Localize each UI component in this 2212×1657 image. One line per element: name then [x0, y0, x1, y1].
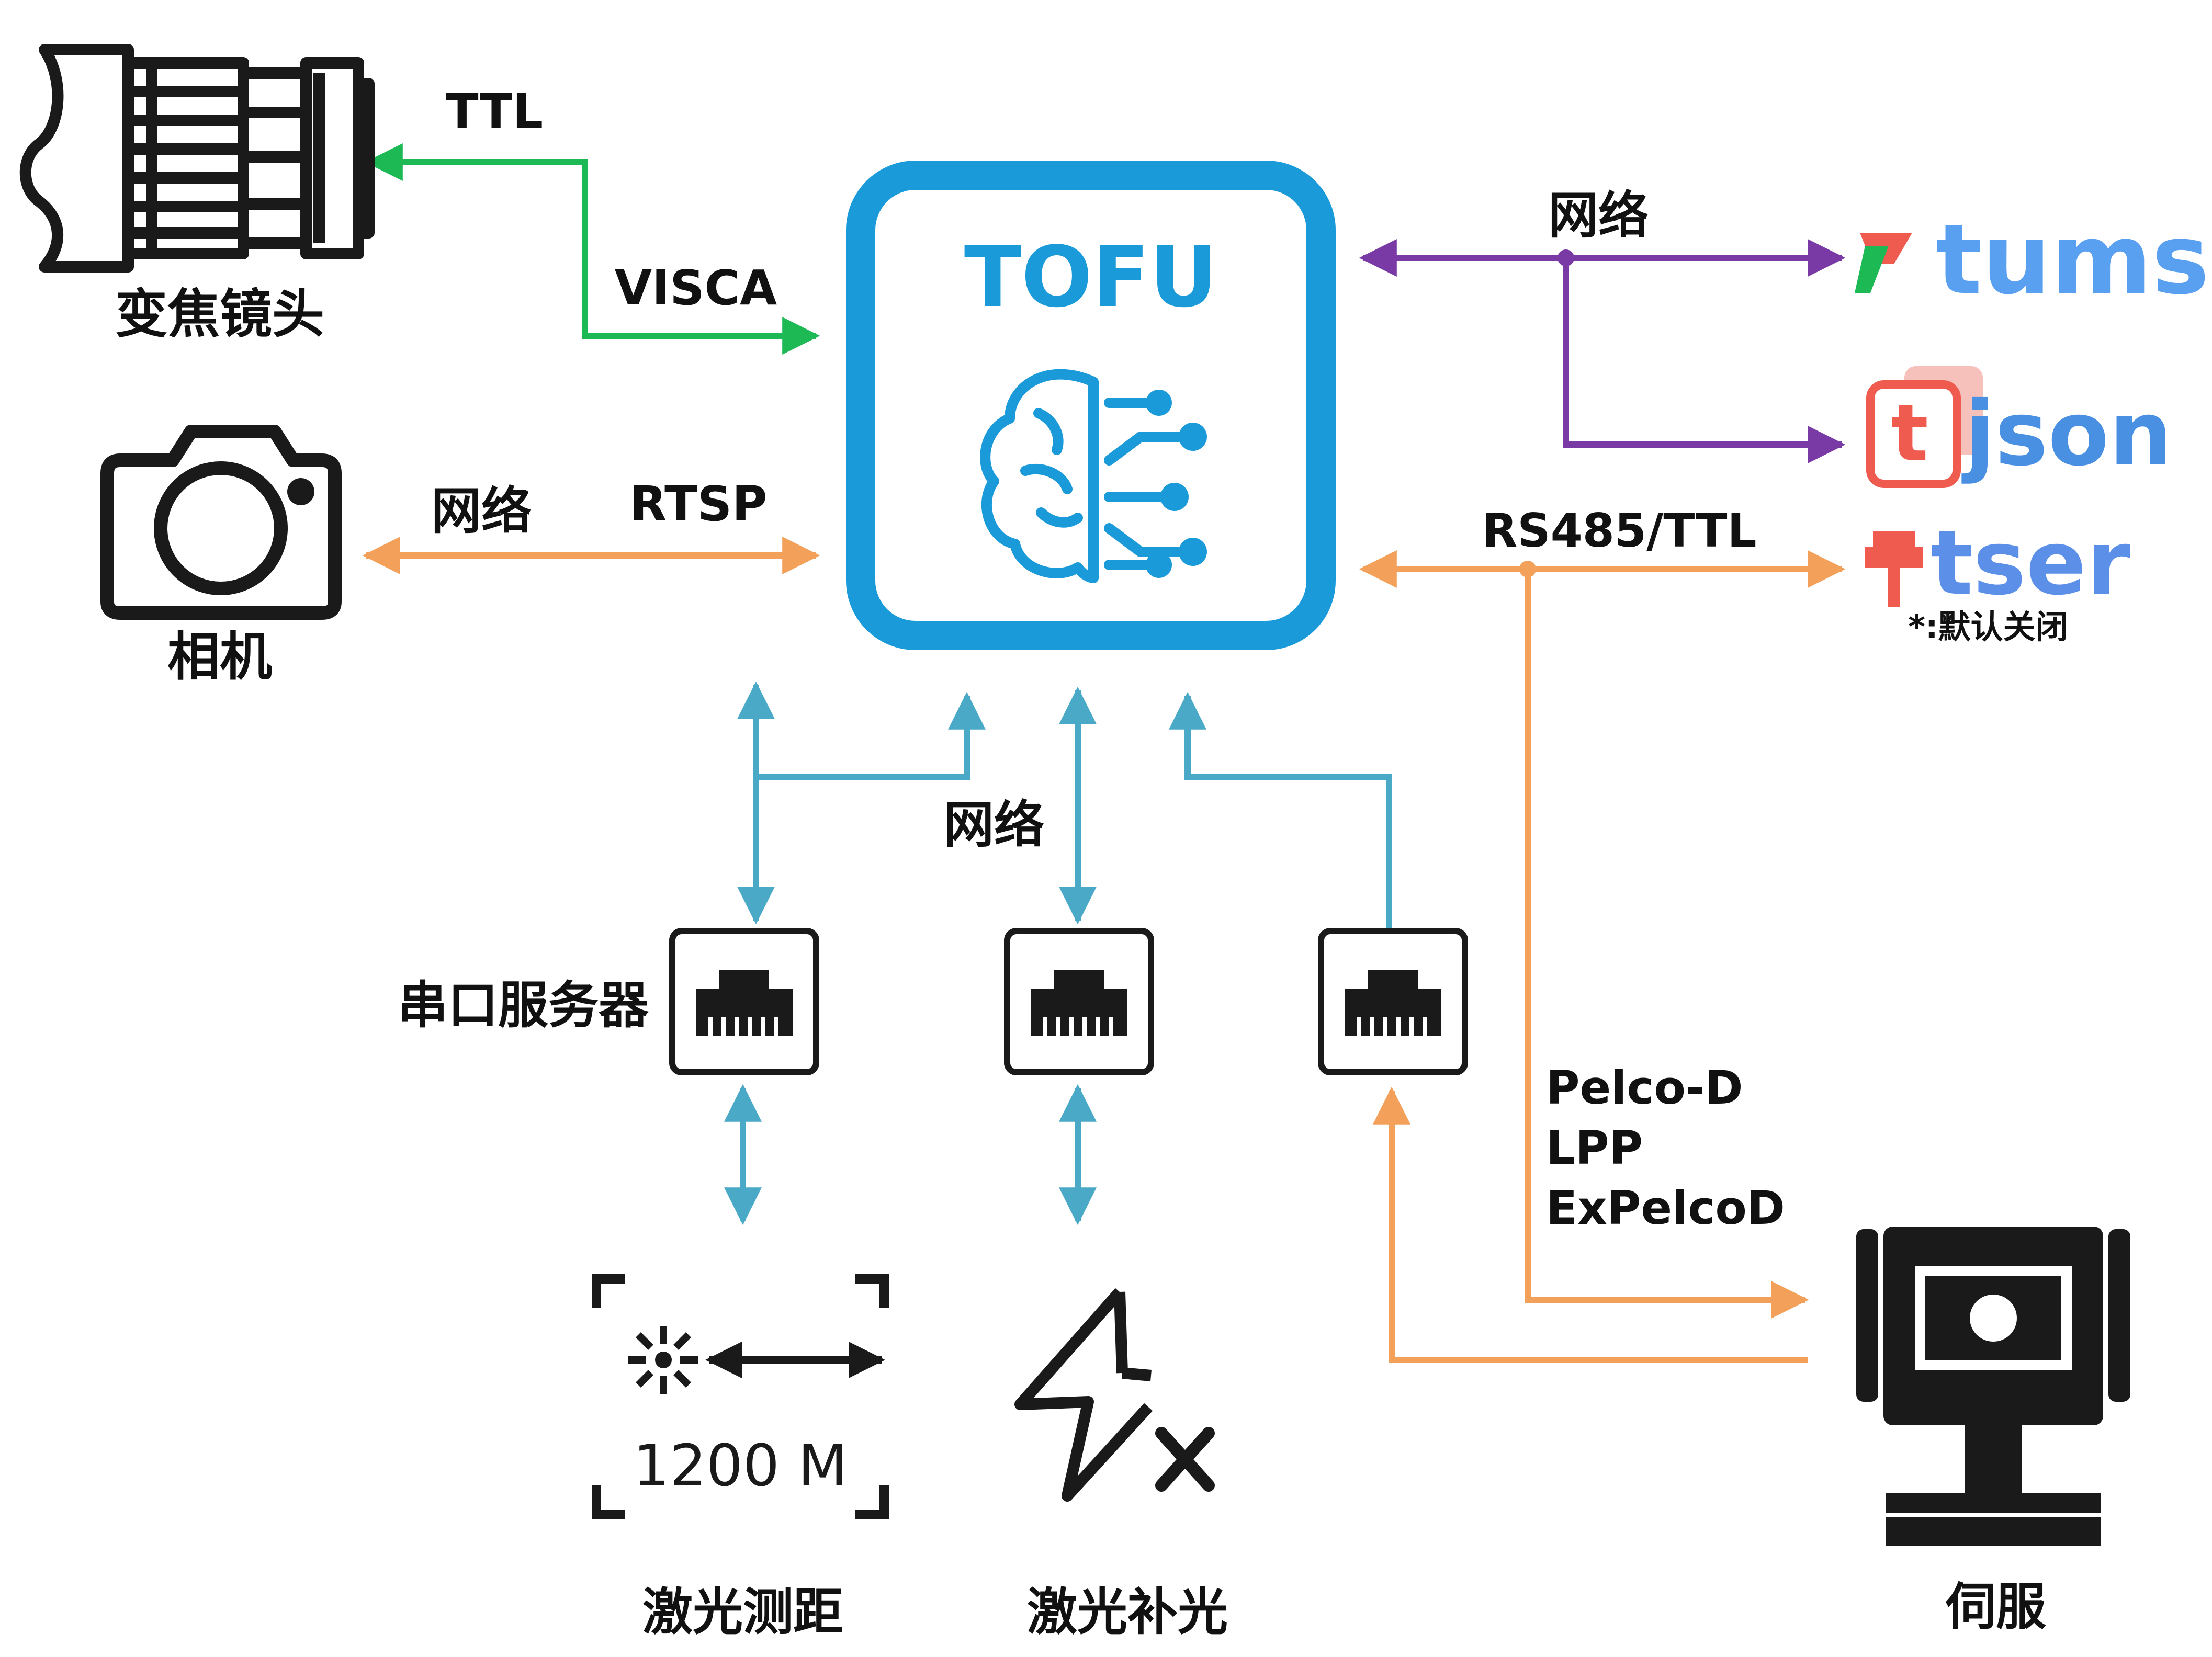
laser-ranging-label: 激光测距 [642, 1583, 843, 1641]
network-junction [1558, 249, 1574, 266]
rs485-junction [1519, 561, 1536, 577]
camera-label: 相机 [167, 626, 272, 687]
close-icon [1155, 1427, 1215, 1492]
servo-label: 伺服 [1945, 1577, 2046, 1636]
visca-label: VISCA [615, 260, 777, 316]
camera-flash [287, 478, 314, 505]
rs485-servo-link [1525, 569, 1809, 1319]
zoom-lens-label: 变焦镜头 [115, 283, 324, 345]
tser-text: tser [1931, 512, 2130, 615]
zoom-lens-icon [19, 44, 375, 273]
bottom-network-label: 网络 [944, 796, 1044, 854]
tser-plug-icon [1865, 531, 1923, 607]
visca-link [582, 317, 820, 355]
tofu-title: TOFU [964, 228, 1217, 326]
port3-link [1169, 691, 1392, 930]
rs485-ttl-label: RS485/TTL [1482, 504, 1756, 558]
laser-point [655, 1352, 672, 1368]
expelcod-label: ExPelcoD [1546, 1181, 1785, 1235]
circuit-nodes [1146, 390, 1207, 578]
ethernet-port-icon [1004, 928, 1154, 1075]
camera-icon [100, 425, 342, 620]
range-value: 1200 M [633, 1432, 848, 1499]
laser-fill-label: 激光补光 [1027, 1583, 1228, 1641]
ttl-label: TTL [446, 84, 543, 140]
ptz-servo-icon [1856, 1227, 2130, 1546]
json-file-icon: t [1866, 366, 1983, 488]
port1-link [737, 691, 986, 925]
tofu-controller: TOFU [846, 161, 1336, 650]
network-json-link [1563, 258, 1846, 463]
tums-logo-icon [1855, 233, 1912, 293]
ttl-link [365, 143, 588, 334]
lpp-label: LPP [1546, 1121, 1643, 1175]
rtsp-label: RTSP [629, 476, 767, 532]
servo-network-link [1373, 1086, 1808, 1363]
camera-network-label: 网络 [431, 482, 532, 540]
ethernet-port-icon [1318, 928, 1468, 1075]
tser-note: *:默认关闭 [1908, 608, 2068, 646]
json-text: json [1961, 382, 2172, 486]
right-network-label: 网络 [1548, 186, 1649, 245]
svg-text:t: t [1891, 388, 1928, 479]
laser-rangefinder-icon [592, 1274, 889, 1519]
flash-off-icon [1014, 1288, 1153, 1502]
serial-server-label: 串口服务器 [398, 976, 649, 1035]
brain-circuit-icon [980, 369, 1190, 583]
tums-text: tums [1936, 203, 2209, 316]
pelco-d-label: Pelco-D [1546, 1061, 1743, 1115]
ethernet-port-icon [669, 928, 819, 1075]
